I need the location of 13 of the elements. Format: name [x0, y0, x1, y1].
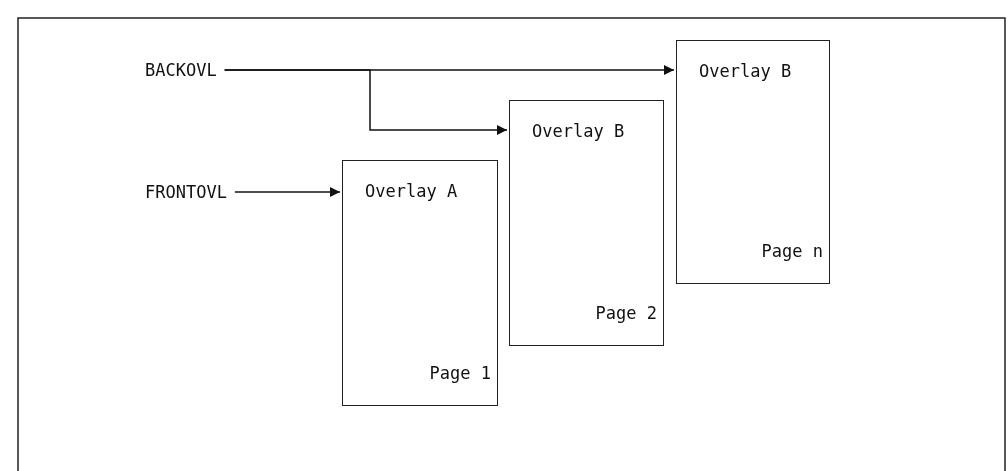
overlay-name: Overlay B: [699, 61, 792, 81]
arrow: [234, 186, 341, 198]
arrow: [223, 69, 508, 136]
overlay-parameter: FRONTOVL: [145, 182, 227, 202]
page-number: Page 1: [429, 363, 491, 383]
overlay-name: Overlay B: [532, 121, 625, 141]
overlay-name: Overlay A: [365, 181, 458, 201]
overlay-parameter: BACKOVL: [145, 60, 217, 80]
page-box: [509, 100, 664, 346]
page-box: [676, 40, 830, 284]
page-number: Page 2: [595, 303, 657, 323]
page-number: Page n: [761, 241, 823, 261]
page-box: [342, 160, 498, 406]
